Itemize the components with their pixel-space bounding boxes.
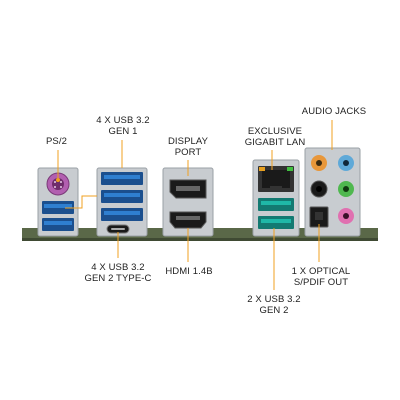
label-lan-line1: EXCLUSIVE: [247, 126, 303, 137]
label-ps2: PS/2: [46, 136, 67, 147]
leader-lines: [56, 120, 333, 290]
label-usb-gen2-line1: 2 X USB 3.2: [247, 294, 301, 305]
video-stack: [162, 167, 214, 237]
label-audio: AUDIO JACKS: [300, 106, 368, 117]
label-usb-typec-line2: GEN 2 TYPE-C: [84, 273, 152, 284]
label-optical: 1 X OPTICAL S/PDIF OUT: [286, 266, 356, 288]
ps2-usb-stack: [37, 167, 79, 237]
label-lan-line2: GIGABIT LAN: [244, 137, 306, 148]
label-hdmi-text: HDMI 1.4B: [165, 266, 213, 277]
label-hdmi: HDMI 1.4B: [160, 266, 218, 277]
label-optical-line2: S/PDIF OUT: [293, 277, 349, 288]
pcb-strip-edge: [22, 238, 378, 241]
label-usb-gen1: 4 X USB 3.2 GEN 1: [88, 115, 158, 137]
label-usb-gen2: 2 X USB 3.2 GEN 2: [238, 294, 310, 316]
usb-gen1-stack: [96, 167, 148, 237]
label-usb-gen1-line1: 4 X USB 3.2: [96, 115, 150, 126]
audio-stack: [304, 147, 361, 237]
label-usb-gen1-line2: GEN 1: [108, 126, 138, 137]
label-usb-typec: 4 X USB 3.2 GEN 2 TYPE-C: [76, 262, 160, 284]
label-display-port-line2: PORT: [174, 147, 202, 158]
label-display-port: DISPLAY PORT: [162, 136, 214, 158]
label-usb-typec-line1: 4 X USB 3.2: [91, 262, 145, 273]
label-optical-line1: 1 X OPTICAL: [291, 266, 351, 277]
label-audio-text: AUDIO JACKS: [301, 106, 367, 117]
label-lan: EXCLUSIVE GIGABIT LAN: [240, 126, 310, 148]
label-usb-gen2-line2: GEN 2: [259, 305, 289, 316]
lan-usb-stack: [252, 159, 300, 237]
leader-line-usb-gen1-left: [65, 195, 97, 209]
label-ps2-text: PS/2: [46, 136, 67, 147]
label-display-port-line1: DISPLAY: [167, 136, 209, 147]
